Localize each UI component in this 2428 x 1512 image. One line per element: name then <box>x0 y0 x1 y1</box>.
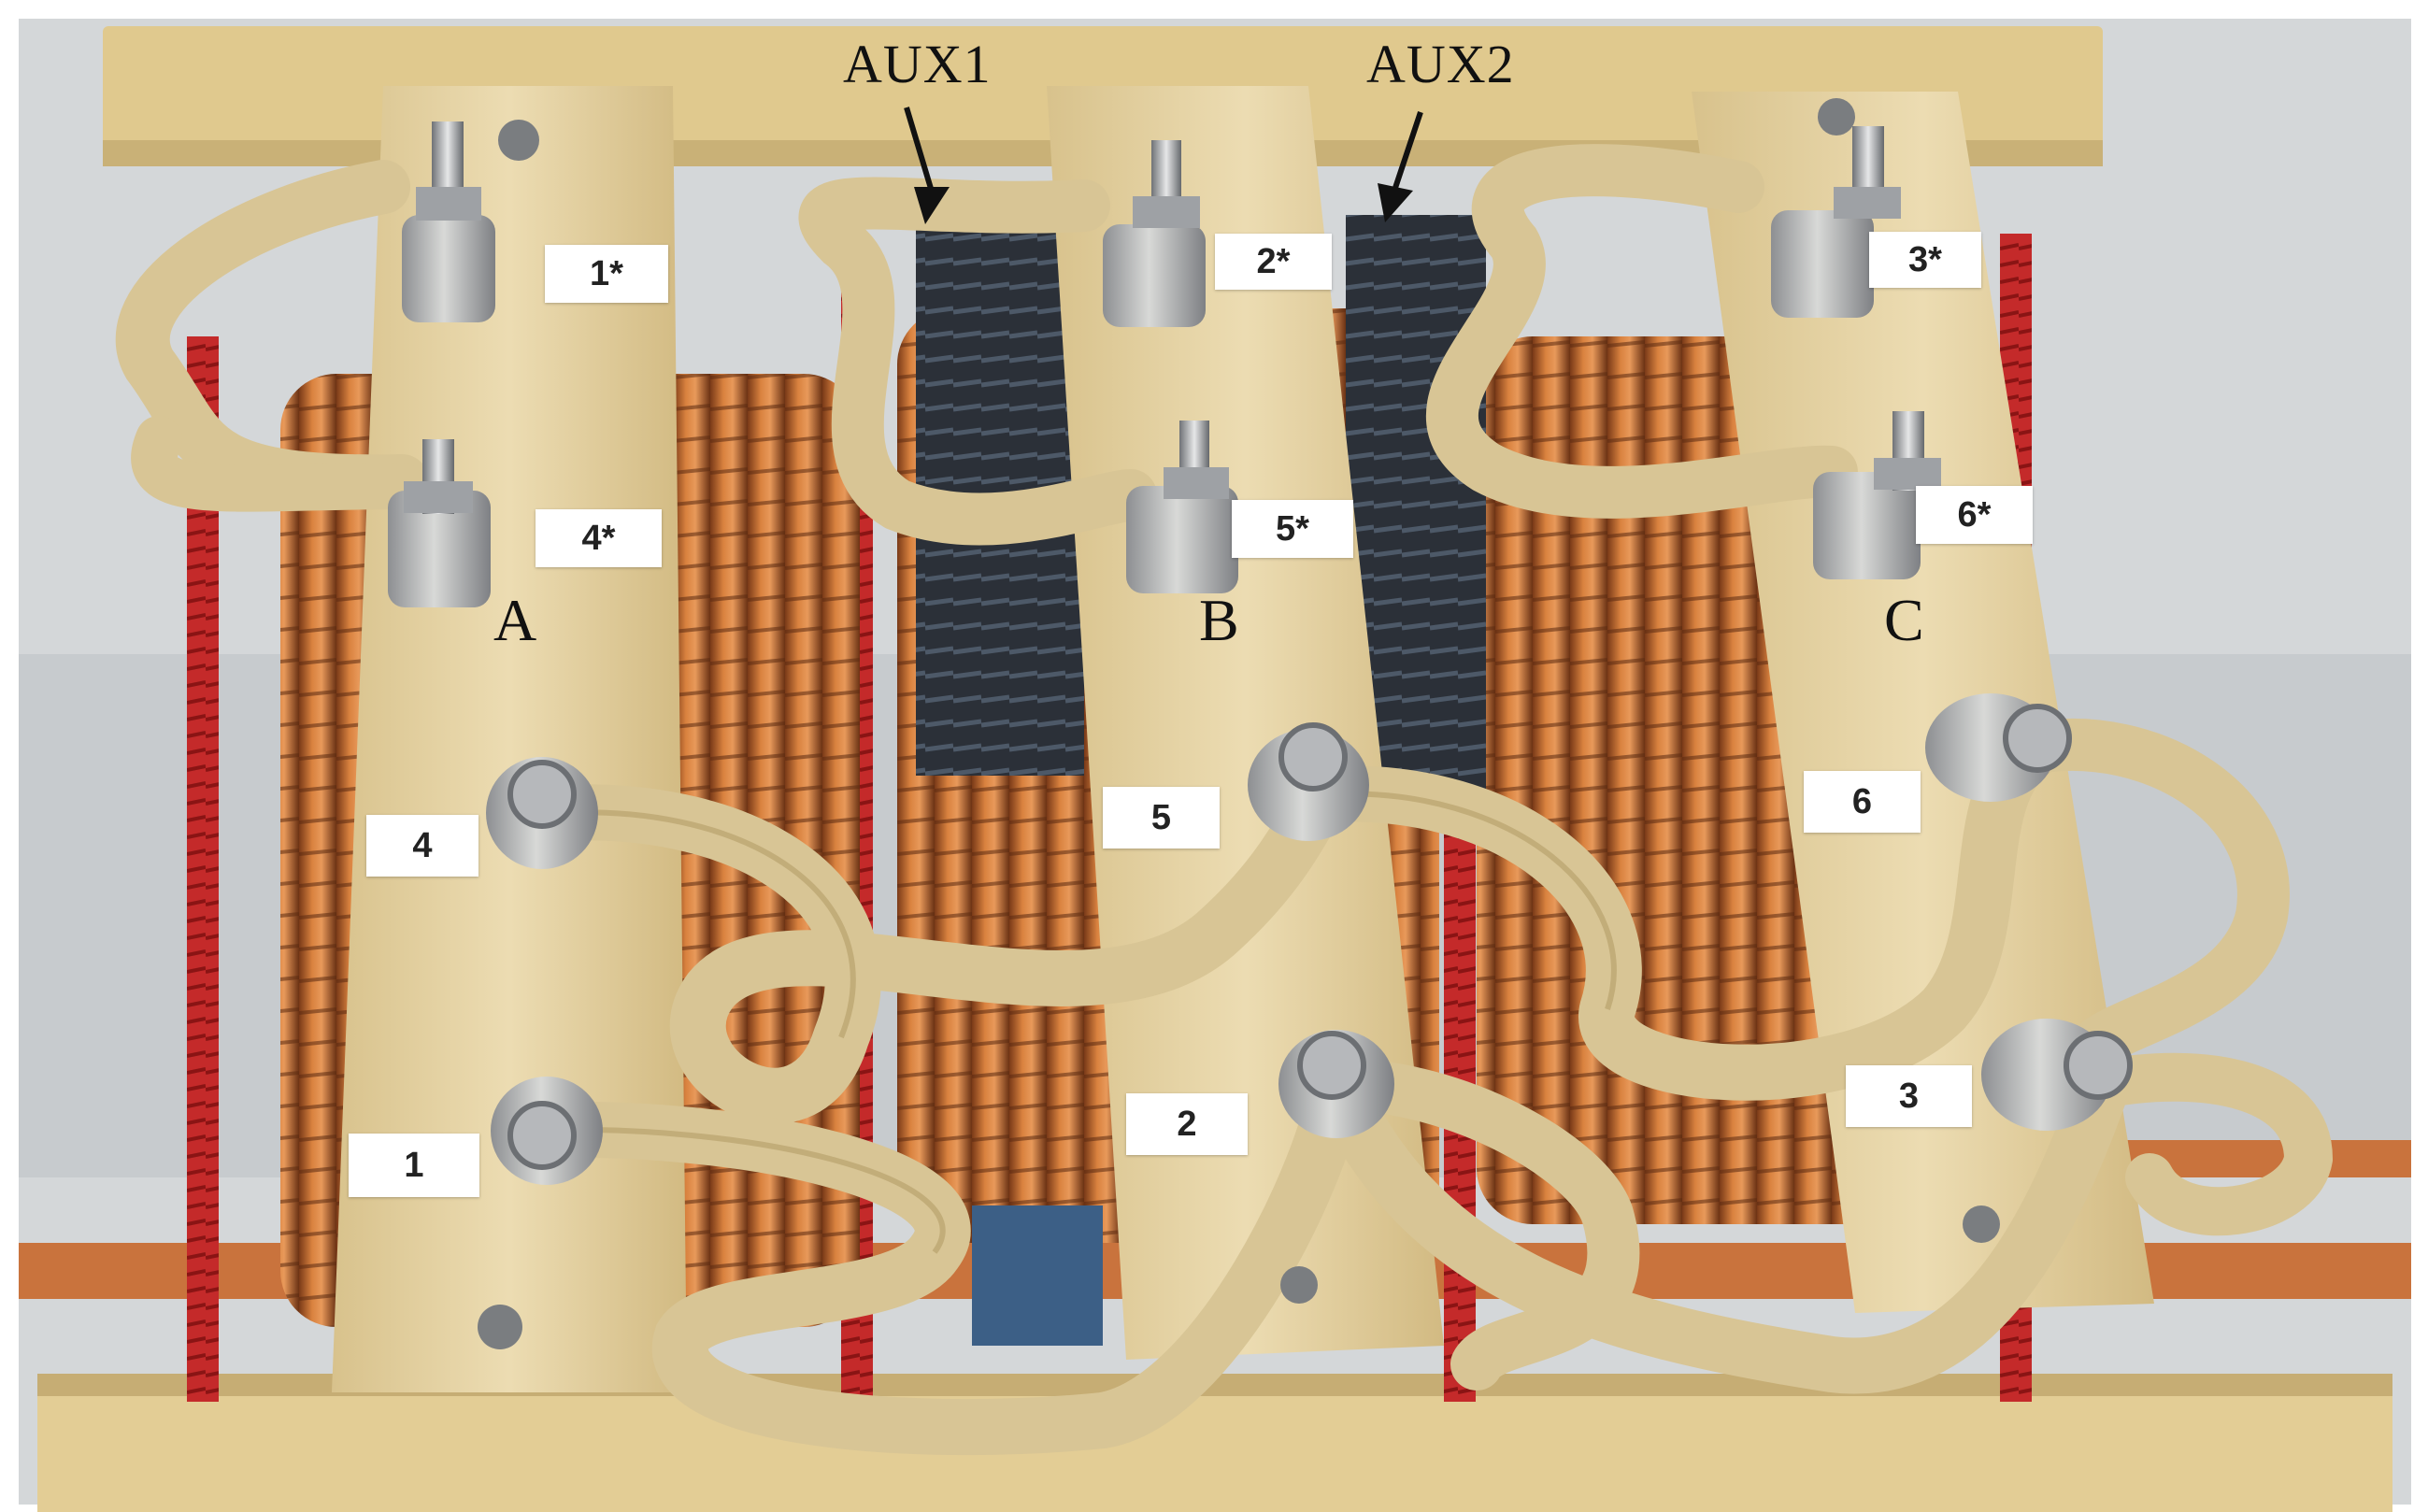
aux2-annotation: AUX2 <box>1366 34 1515 94</box>
terminal-label-2-star: 2* <box>1215 234 1332 290</box>
terminal-label-6-star: 6* <box>1916 486 2033 544</box>
terminal-label-2: 2 <box>1126 1093 1248 1155</box>
terminal-label-4: 4 <box>366 815 478 877</box>
panel-a <box>332 86 687 1392</box>
terminal-label-6: 6 <box>1804 771 1921 833</box>
terminal-label-5: 5 <box>1103 787 1220 849</box>
terminal-label-5-star: 5* <box>1232 500 1353 558</box>
terminal-label-3-star: 3* <box>1869 232 1981 288</box>
panel-c <box>1692 92 2154 1313</box>
terminal-label-1: 1 <box>349 1134 479 1197</box>
phase-c-label: C <box>1884 587 1924 653</box>
terminal-label-4-star: 4* <box>536 509 662 567</box>
terminal-label-3: 3 <box>1846 1065 1972 1127</box>
aux-arrows <box>904 107 1423 224</box>
phase-a-label: A <box>493 587 537 653</box>
aux1-annotation: AUX1 <box>843 34 992 94</box>
terminal-bolts <box>404 98 2133 1349</box>
phase-b-label: B <box>1199 587 1239 653</box>
terminal-label-1-star: 1* <box>545 245 668 303</box>
